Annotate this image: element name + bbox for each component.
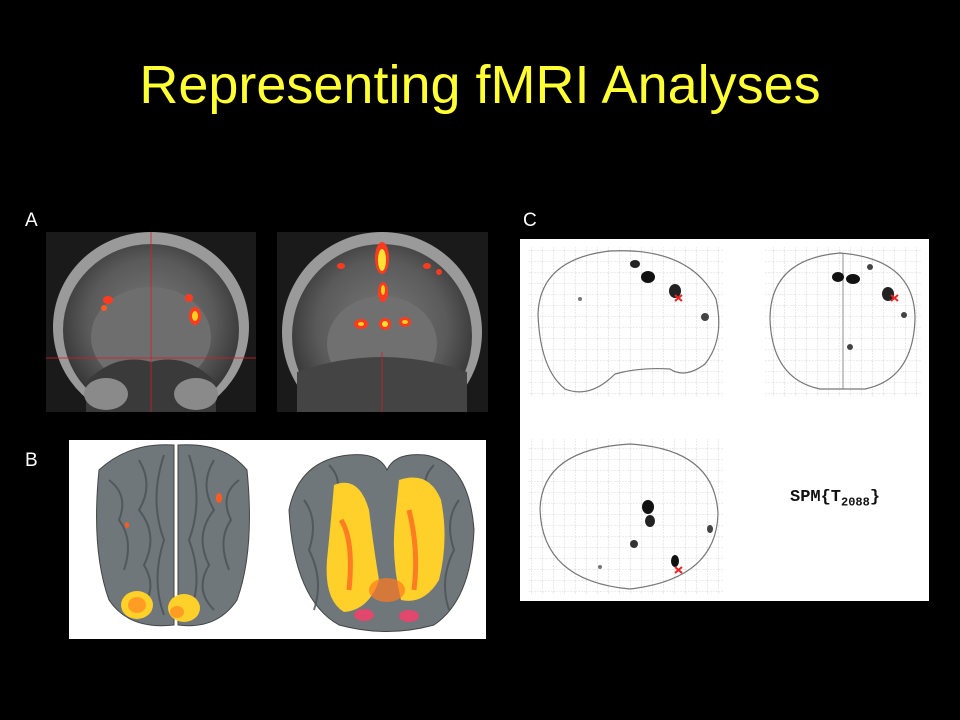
panel-label-a: A [25, 210, 38, 231]
panel-label-c: C [523, 210, 537, 231]
mri-coronal-slice-1 [46, 232, 256, 412]
spm-stat-subscript: 2088 [841, 495, 870, 510]
activation-blobs [101, 294, 201, 325]
spm-glass-brain [520, 239, 929, 601]
brain-posterior-view [288, 454, 475, 632]
slide-title: Representing fMRI Analyses [139, 55, 821, 115]
glass-brain-coronal [765, 247, 921, 397]
rendered-brains [69, 440, 486, 639]
glass-brain-axial [528, 439, 724, 594]
spm-stat-suffix: } [869, 488, 881, 507]
panel-label-b: B [25, 450, 38, 471]
activation-blobs [337, 242, 442, 330]
spm-statistic-label: SPM{T2088} [790, 488, 880, 509]
mri-coronal-slice-2 [277, 232, 488, 412]
spm-stat-prefix: SPM{T [790, 488, 842, 507]
brain-top-view [96, 444, 250, 627]
glass-brain-sagittal [528, 247, 724, 397]
